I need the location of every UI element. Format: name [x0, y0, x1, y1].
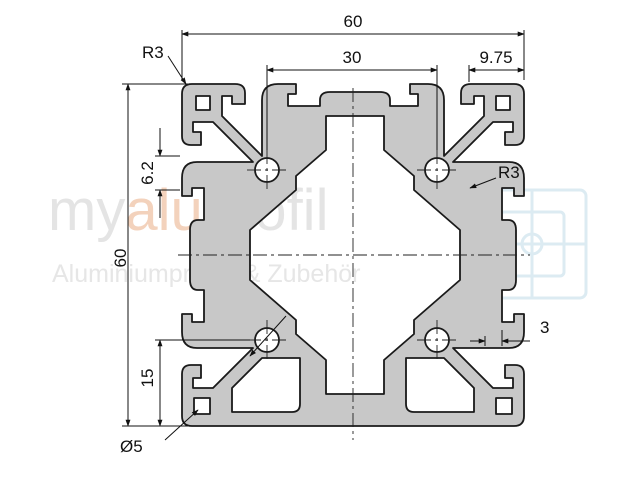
dim-slot-spacing: 30	[343, 48, 362, 67]
watermark-brand-prefix: my	[48, 178, 125, 243]
dim-slot-opening: 6.2	[138, 161, 157, 185]
dim-corner-radius-outer: R3	[142, 43, 164, 62]
dim-overall-height: 60	[111, 249, 130, 268]
center-lines	[178, 88, 530, 440]
dim-edge-offset: 9.75	[479, 48, 512, 67]
profile-section	[178, 83, 530, 440]
dim-hole-diameter: Ø5	[120, 437, 143, 456]
dimension-labels: 60 30 9.75 R3 R3 60 6.2 15 3 Ø5	[111, 12, 549, 456]
dim-hole-offset: 15	[138, 369, 157, 388]
dim-corner-radius-inner: R3	[498, 163, 520, 182]
dim-wall-thickness: 3	[540, 318, 549, 337]
dimension-lines	[122, 30, 530, 441]
dim-overall-width: 60	[344, 12, 363, 31]
